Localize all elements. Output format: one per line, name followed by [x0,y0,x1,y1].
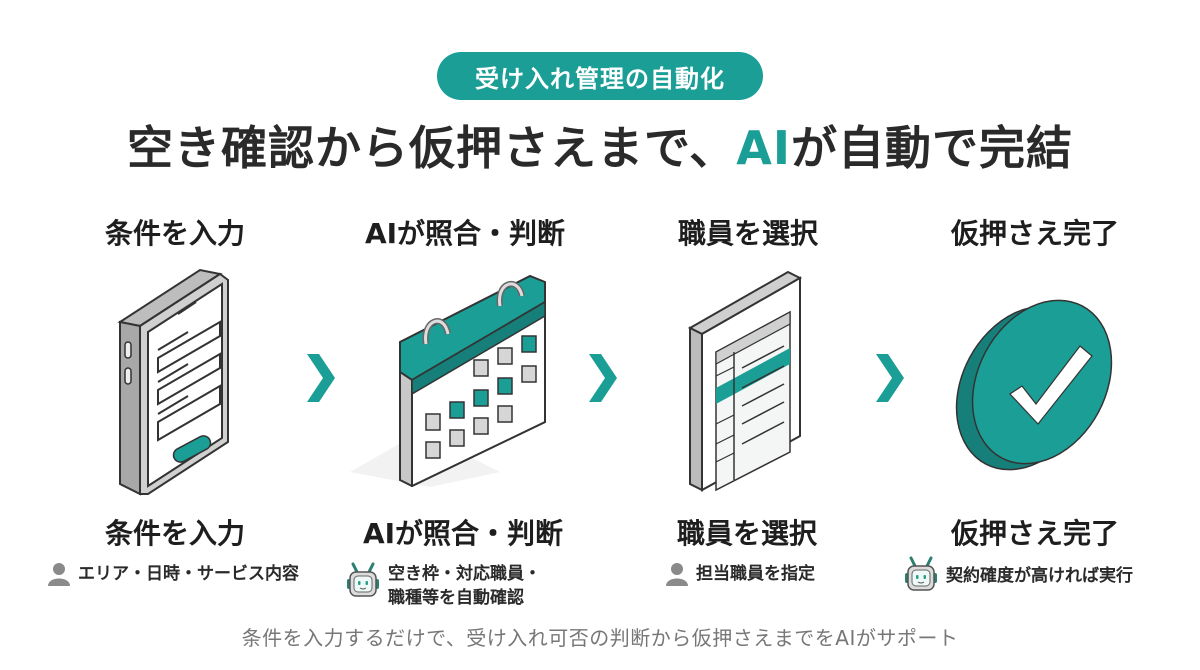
footer-summary: 条件を入力するだけで、受け入れ可否の判断から仮押さえまでをAIがサポート [241,626,959,650]
headline-accent: AI [736,121,791,175]
robot-icon [905,556,937,591]
section-badge: 受け入れ管理の自動化 [437,52,763,100]
chevron-right-icon [876,354,904,402]
step-1-title: 条件を入力 [104,217,245,250]
headline-post: が自動で完結 [790,121,1073,175]
person-icon [666,563,688,586]
step-3-description: 担当職員を指定 [666,562,815,586]
step-2-description-text: 空き枠・対応職員・ 職種等を自動確認 [388,562,541,610]
step-3-caption-title: 職員を選択 [676,517,817,550]
page-title: 空き確認から仮押さえまで、AIが自動で完結 [0,112,1200,178]
headline-pre: 空き確認から仮押さえまで、 [127,121,737,175]
chevron-right-icon [307,354,335,402]
robot-icon [347,562,379,597]
chevron-right-icon [589,354,617,402]
step-1-description-text: エリア・日時・サービス内容 [78,564,299,584]
step-2-description-line-2: 職種等を自動確認 [388,588,524,608]
step-1-description: エリア・日時・サービス内容 [48,562,299,586]
step-2-description-line-1: 空き枠・対応職員・ [388,564,541,584]
step-2-description: 空き枠・対応職員・ 職種等を自動確認 [346,562,541,610]
smartphone-form-icon [117,268,229,496]
step-3-description-text: 担当職員を指定 [696,564,815,584]
checkmark-circle-icon [955,299,1113,471]
step-1-caption-title: 条件を入力 [104,517,245,550]
step-3-title: 職員を選択 [677,217,818,250]
step-4-caption-title: 仮押さえ完了 [950,517,1119,550]
staff-list-document-icon [687,270,803,492]
person-icon [48,563,70,586]
step-2-title: AIが照合・判断 [364,217,566,250]
calendar-icon [350,274,546,487]
step-4-description-text: 契約確度が高ければ実行 [946,566,1133,586]
step-4-description: 契約確度が高ければ実行 [904,556,1133,594]
step-2-caption-title: AIが照合・判断 [362,517,564,550]
step-4-title: 仮押さえ完了 [950,217,1119,250]
